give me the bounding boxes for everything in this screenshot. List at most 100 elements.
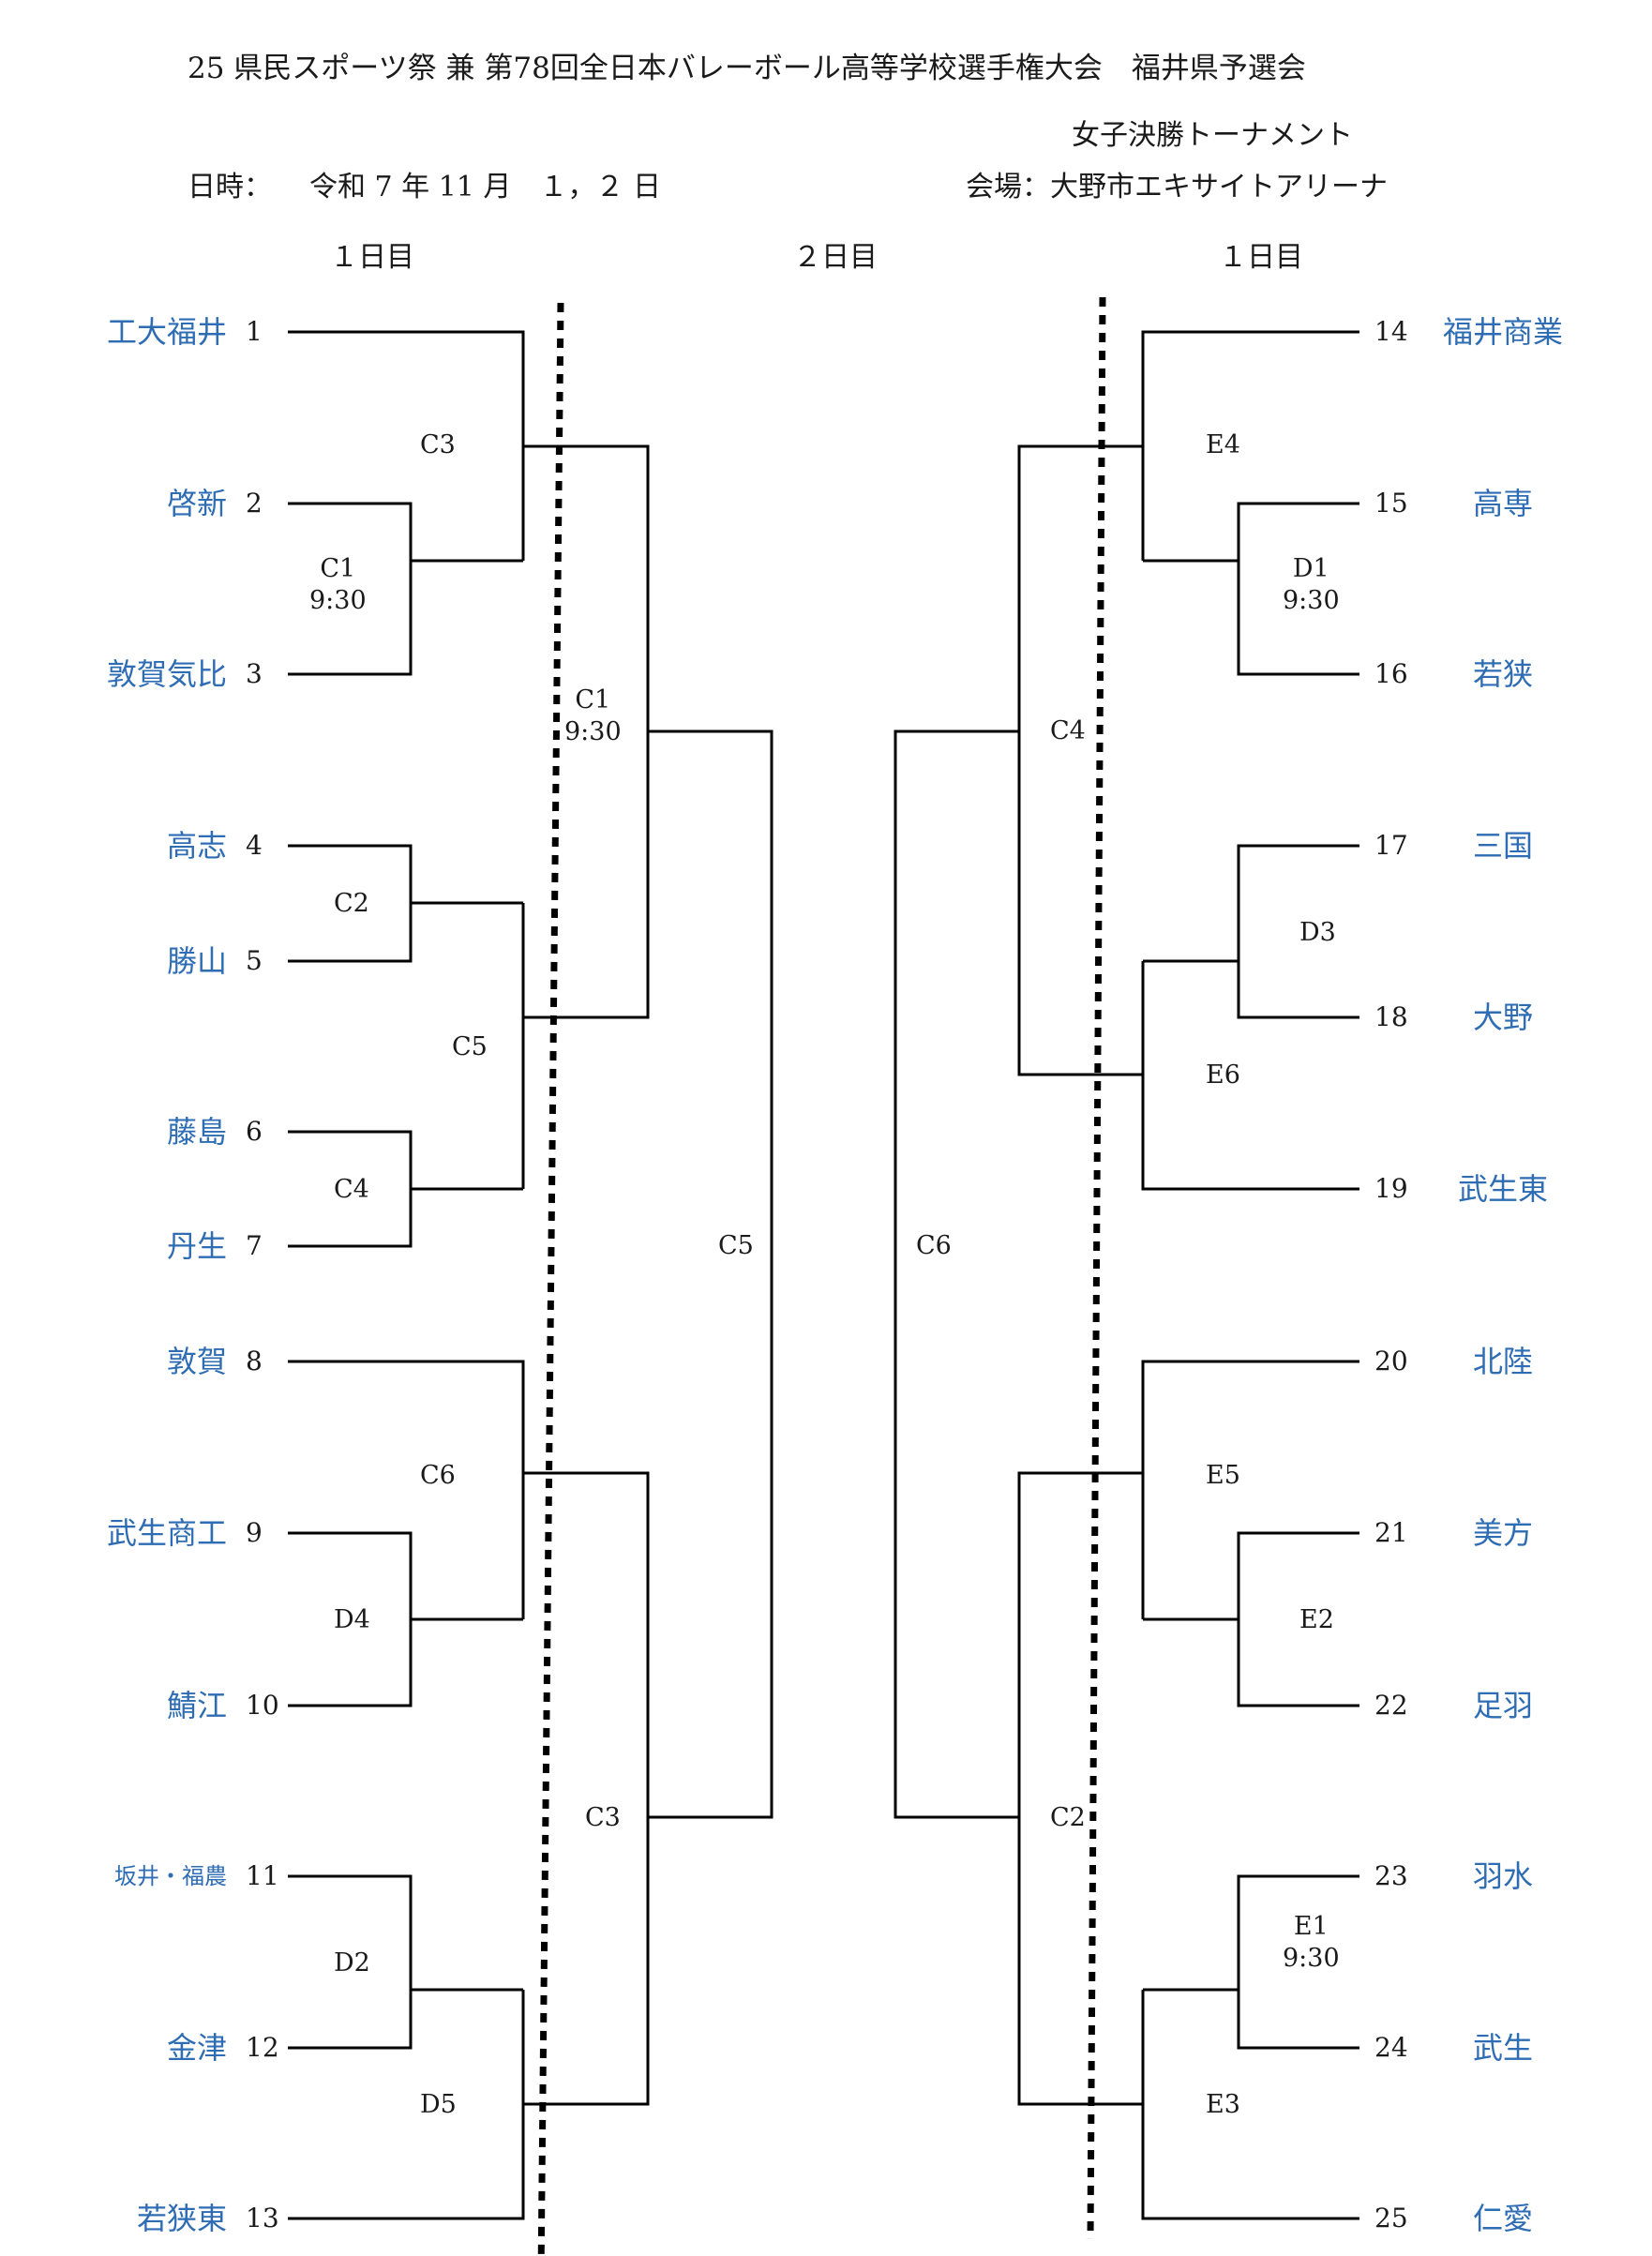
team-name: 工大福井 bbox=[106, 314, 227, 350]
match-label-right-d3: D3 bbox=[1299, 918, 1336, 947]
team-name: 足羽 bbox=[1472, 1688, 1533, 1723]
seed-number: 6 bbox=[246, 1116, 263, 1147]
seed-number: 18 bbox=[1374, 1001, 1408, 1032]
bracket-line-right-e4 bbox=[1141, 330, 1359, 561]
date-value: 令和 7 年 11 月 １，２ 日 bbox=[309, 171, 661, 203]
team-name: 丹生 bbox=[166, 1228, 227, 1264]
seed-number: 22 bbox=[1374, 1690, 1408, 1721]
seed-number: 10 bbox=[246, 1690, 279, 1721]
seed-number: 2 bbox=[246, 488, 263, 519]
team-name: 仁愛 bbox=[1472, 2201, 1533, 2236]
seed-number: 1 bbox=[246, 316, 263, 347]
seed-number: 9 bbox=[246, 1517, 263, 1548]
bracket-line-right-e1 bbox=[1237, 1874, 1359, 2050]
bracket-line-right-e3 bbox=[1141, 1990, 1359, 2220]
team-name: 武生東 bbox=[1457, 1171, 1548, 1207]
bracket-line-left-d5 bbox=[288, 1990, 525, 2220]
seed-number: 11 bbox=[246, 1860, 279, 1891]
match-label-left-c5: C5 bbox=[452, 1032, 488, 1061]
team-name: 坂井・福農 bbox=[114, 1863, 227, 1889]
team-name: 美方 bbox=[1472, 1515, 1533, 1551]
seed-number: 4 bbox=[246, 830, 263, 861]
bracket-line-final-c6 bbox=[894, 729, 1019, 1819]
team-name: 羽水 bbox=[1472, 1858, 1533, 1894]
seed-number: 7 bbox=[246, 1230, 263, 1261]
day-divider-right bbox=[1087, 296, 1106, 2240]
team-name: 藤島 bbox=[166, 1114, 227, 1150]
day-label-center: ２日目 bbox=[793, 241, 878, 274]
team-name: 敦賀 bbox=[166, 1344, 227, 1379]
team-name: 高専 bbox=[1472, 486, 1533, 521]
match-label-right-e2: E2 bbox=[1299, 1605, 1334, 1634]
bracket-line-right-r3-c2 bbox=[1017, 1471, 1143, 2106]
bracket-line-final-c5 bbox=[648, 729, 773, 1819]
team-name: 武生商工 bbox=[106, 1515, 227, 1551]
bracket-line-left-c6 bbox=[288, 1360, 525, 1619]
day-label-left: １日目 bbox=[330, 241, 414, 274]
team-name: 若狭東 bbox=[136, 2201, 227, 2236]
day-label-right: １日目 bbox=[1219, 241, 1303, 274]
seed-number: 20 bbox=[1374, 1346, 1408, 1376]
match-label-left-d2: D2 bbox=[334, 1948, 370, 1978]
match-label-left-d4: D4 bbox=[334, 1605, 370, 1634]
match-label-right-r3-c2: C2 bbox=[1050, 1803, 1086, 1832]
team-name: 福井商業 bbox=[1442, 314, 1563, 350]
match-label-left-d5: D5 bbox=[420, 2090, 457, 2119]
bracket-line-right-d1 bbox=[1237, 502, 1359, 676]
bracket-line-left-d2 bbox=[288, 1874, 413, 2050]
seed-number: 21 bbox=[1374, 1517, 1408, 1548]
team-name: 北陸 bbox=[1472, 1344, 1533, 1379]
match-label-left-c4: C4 bbox=[334, 1175, 369, 1204]
seed-number: 12 bbox=[246, 2032, 279, 2063]
seed-number: 14 bbox=[1374, 316, 1408, 347]
venue: 会場：大野市エキサイトアリーナ bbox=[966, 171, 1388, 203]
match-label-final-c5: C5 bbox=[718, 1231, 754, 1260]
match-label-right-e3: E3 bbox=[1206, 2090, 1240, 2119]
date-label: 日時： bbox=[188, 171, 272, 203]
team-name: 三国 bbox=[1472, 828, 1533, 864]
page-title: 25 県民スポーツ祭 兼 第78回全日本バレーボール高等学校選手権大会 福井県予… bbox=[188, 52, 1306, 85]
day-divider-left bbox=[537, 302, 564, 2256]
match-label-right-r3-c4: C4 bbox=[1050, 716, 1086, 745]
match-label-left-c6: C6 bbox=[420, 1461, 456, 1490]
bracket-line-right-e5 bbox=[1141, 1360, 1359, 1619]
bracket-line-left-c3 bbox=[288, 330, 525, 561]
seed-number: 3 bbox=[246, 658, 263, 689]
team-name: 啓新 bbox=[166, 486, 227, 521]
seed-number: 13 bbox=[246, 2203, 279, 2233]
seed-number: 5 bbox=[246, 945, 263, 976]
match-label-final-c6: C6 bbox=[916, 1231, 952, 1260]
team-name: 武生 bbox=[1472, 2030, 1533, 2066]
team-name: 敦賀気比 bbox=[106, 656, 227, 692]
bracket-line-right-e6 bbox=[1141, 961, 1359, 1191]
bracket-line-right-r3-c4 bbox=[1017, 444, 1143, 1076]
seed-number: 8 bbox=[246, 1346, 263, 1376]
seed-number: 25 bbox=[1374, 2203, 1408, 2233]
team-name: 大野 bbox=[1472, 1000, 1533, 1035]
match-label-right-e6: E6 bbox=[1206, 1060, 1240, 1090]
match-label-left-c3: C3 bbox=[420, 430, 456, 459]
seed-number: 24 bbox=[1374, 2032, 1408, 2063]
tournament-subtitle: 女子決勝トーナメント bbox=[1072, 119, 1353, 152]
match-label-right-e5: E5 bbox=[1206, 1461, 1240, 1490]
match-label-left-c2: C2 bbox=[334, 889, 369, 918]
seed-number: 23 bbox=[1374, 1860, 1408, 1891]
seed-number: 16 bbox=[1374, 658, 1408, 689]
team-name: 若狭 bbox=[1472, 656, 1533, 692]
team-name: 勝山 bbox=[166, 943, 227, 979]
team-name: 鯖江 bbox=[166, 1688, 227, 1723]
team-name: 金津 bbox=[166, 2030, 227, 2066]
match-label-left-r3-c3: C3 bbox=[585, 1803, 621, 1832]
seed-number: 19 bbox=[1374, 1173, 1408, 1204]
seed-number: 15 bbox=[1374, 488, 1408, 519]
bracket-line-left-r3-c3 bbox=[523, 1471, 650, 2106]
match-label-right-e4: E4 bbox=[1206, 430, 1240, 459]
team-name: 高志 bbox=[166, 828, 227, 864]
bracket-line-left-c1 bbox=[288, 502, 413, 676]
bracket-line-right-d3 bbox=[1237, 844, 1359, 1019]
